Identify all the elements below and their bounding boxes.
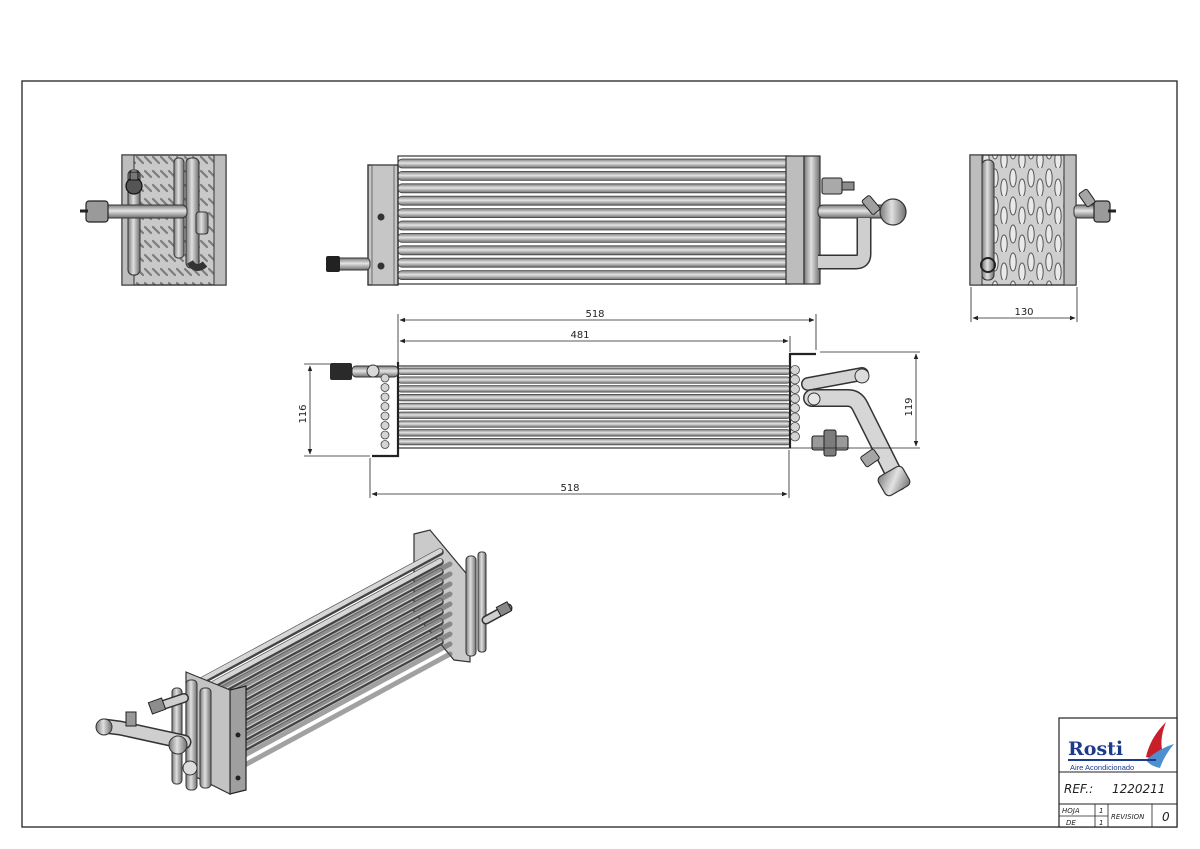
return-bend — [380, 430, 390, 440]
hoja-label: HOJA — [1062, 807, 1080, 815]
return-bend — [380, 383, 390, 392]
rosti-logo: Rosti Aire Acondicionado — [1068, 722, 1174, 772]
coil-tube — [397, 220, 791, 231]
top-view — [330, 352, 911, 497]
coil-tube — [397, 257, 791, 268]
coil-tube — [203, 631, 453, 769]
return-bend — [790, 384, 800, 394]
return-bend — [380, 411, 390, 421]
revision-value: 0 — [1162, 810, 1170, 824]
right-end-view — [969, 154, 1116, 286]
coil-tube — [397, 170, 791, 181]
dim-label-right-height: 119 — [904, 397, 915, 416]
hoja-value: 1 — [1099, 807, 1103, 815]
coil-tube — [397, 367, 791, 375]
coil-tube — [397, 183, 791, 194]
coil-tube — [397, 245, 791, 256]
dimension-left-height: 116 — [298, 363, 370, 457]
dimension-bottom-overall: 518 — [369, 450, 790, 498]
drawing-border — [21, 80, 1178, 828]
revision-label: REVISION — [1111, 813, 1145, 821]
isometric-view — [95, 529, 513, 795]
return-bend — [790, 412, 800, 423]
ref-label: REF.: — [1064, 782, 1093, 796]
de-label: DE — [1066, 819, 1076, 827]
dimension-side-width: 130 — [970, 287, 1078, 322]
coil-tube-highlight — [193, 558, 443, 696]
return-bend — [790, 365, 800, 375]
coil-tube — [397, 270, 791, 281]
return-bend — [380, 402, 390, 411]
dim-label-top-core: 481 — [570, 330, 589, 341]
coil-tube-highlight — [193, 548, 443, 686]
coil-tube — [397, 232, 791, 243]
coil-tube — [203, 611, 453, 749]
logo-tagline: Aire Acondicionado — [1070, 763, 1134, 772]
coil-tube — [397, 420, 791, 428]
return-bend — [380, 421, 390, 430]
dim-label-top-overall: 518 — [585, 309, 604, 320]
coil-tube — [397, 429, 791, 437]
coil-tube — [397, 376, 791, 384]
return-bend — [790, 422, 800, 432]
return-bend — [790, 374, 800, 385]
coil-tube — [397, 158, 791, 169]
coil-tube — [397, 385, 791, 393]
ref-value: 1220211 — [1112, 782, 1165, 796]
logo-name: Rosti — [1068, 738, 1123, 760]
return-bend — [790, 403, 800, 413]
coil-tube — [203, 581, 453, 719]
coil-tube — [397, 195, 791, 206]
return-bend — [790, 431, 800, 442]
title-block: Rosti Aire Acondicionado REF.: 1220211 H… — [1058, 717, 1178, 828]
coil-tube — [203, 621, 453, 759]
left-end-view — [80, 154, 227, 286]
return-bend — [790, 393, 800, 404]
coil-tube — [203, 591, 453, 729]
de-value: 1 — [1099, 819, 1103, 827]
coil-tube — [397, 402, 791, 411]
dim-label-side-width: 130 — [1014, 307, 1033, 318]
return-bend — [380, 440, 390, 449]
dim-label-bottom-overall: 518 — [560, 483, 579, 494]
front-view — [326, 155, 907, 286]
dimension-top-core: 481 — [399, 330, 791, 352]
coil-tube — [203, 641, 453, 779]
coil-tube — [203, 571, 453, 709]
dim-label-left-height: 116 — [298, 404, 309, 423]
coil-tube — [397, 438, 791, 446]
coil-tube — [397, 208, 791, 219]
coil-tube — [397, 411, 791, 419]
dimension-top-overall: 518 — [397, 309, 817, 364]
coil-tube — [203, 651, 453, 789]
return-bend — [380, 392, 390, 402]
return-bend — [380, 373, 390, 383]
coil-tube — [203, 601, 453, 739]
coil-tube — [397, 394, 791, 402]
dimension-right-height: 119 — [790, 351, 920, 449]
coil-tube — [203, 561, 453, 699]
